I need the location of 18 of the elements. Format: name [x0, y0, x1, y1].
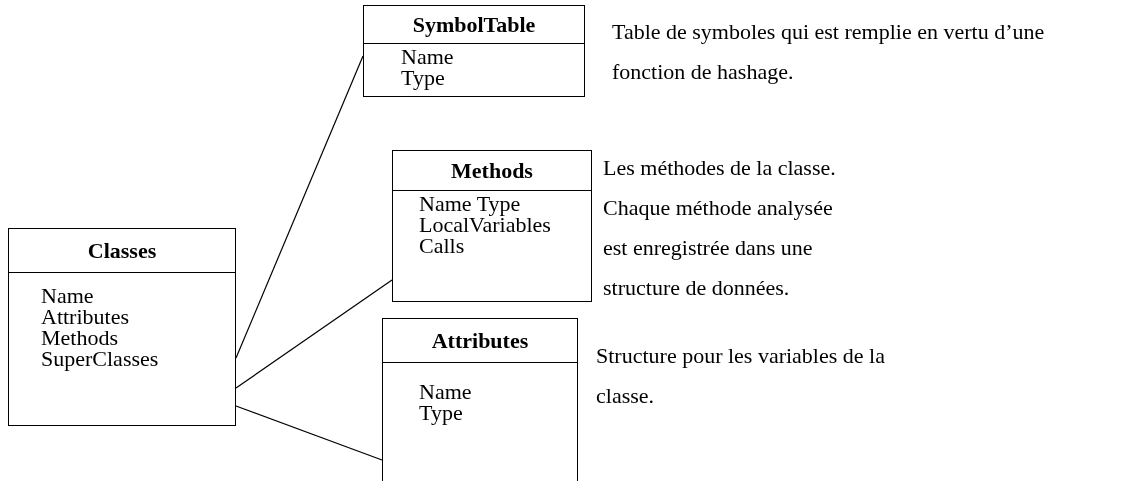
connector-line [235, 279, 393, 389]
description-text: Table de symboles qui est remplie en vertu d’une fonction de hashage. [612, 18, 1046, 86]
class-name: Methods [451, 159, 533, 182]
attribute-list: Name Type LocalVariables Calls [419, 193, 551, 256]
connector-line [235, 55, 364, 359]
attribute-list: Name Type [401, 46, 454, 88]
attribute-list: Name Type [419, 381, 472, 423]
description-text: Structure pour les variables de la classe. [596, 342, 886, 410]
class-box [382, 318, 578, 481]
description-text: Les méthodes de la classe. Chaque méthode analysée est enregistrée dans une structure de données. [603, 154, 837, 302]
attribute-list: Name Attributes Methods SuperClasses [41, 285, 159, 369]
class-name: Classes [87, 239, 157, 262]
class-box [363, 5, 585, 97]
connector-line [235, 405, 383, 461]
class-name: SymbolTable [412, 13, 536, 36]
class-box [8, 228, 236, 426]
class-name: Attributes [431, 329, 529, 352]
class-box [392, 150, 592, 302]
